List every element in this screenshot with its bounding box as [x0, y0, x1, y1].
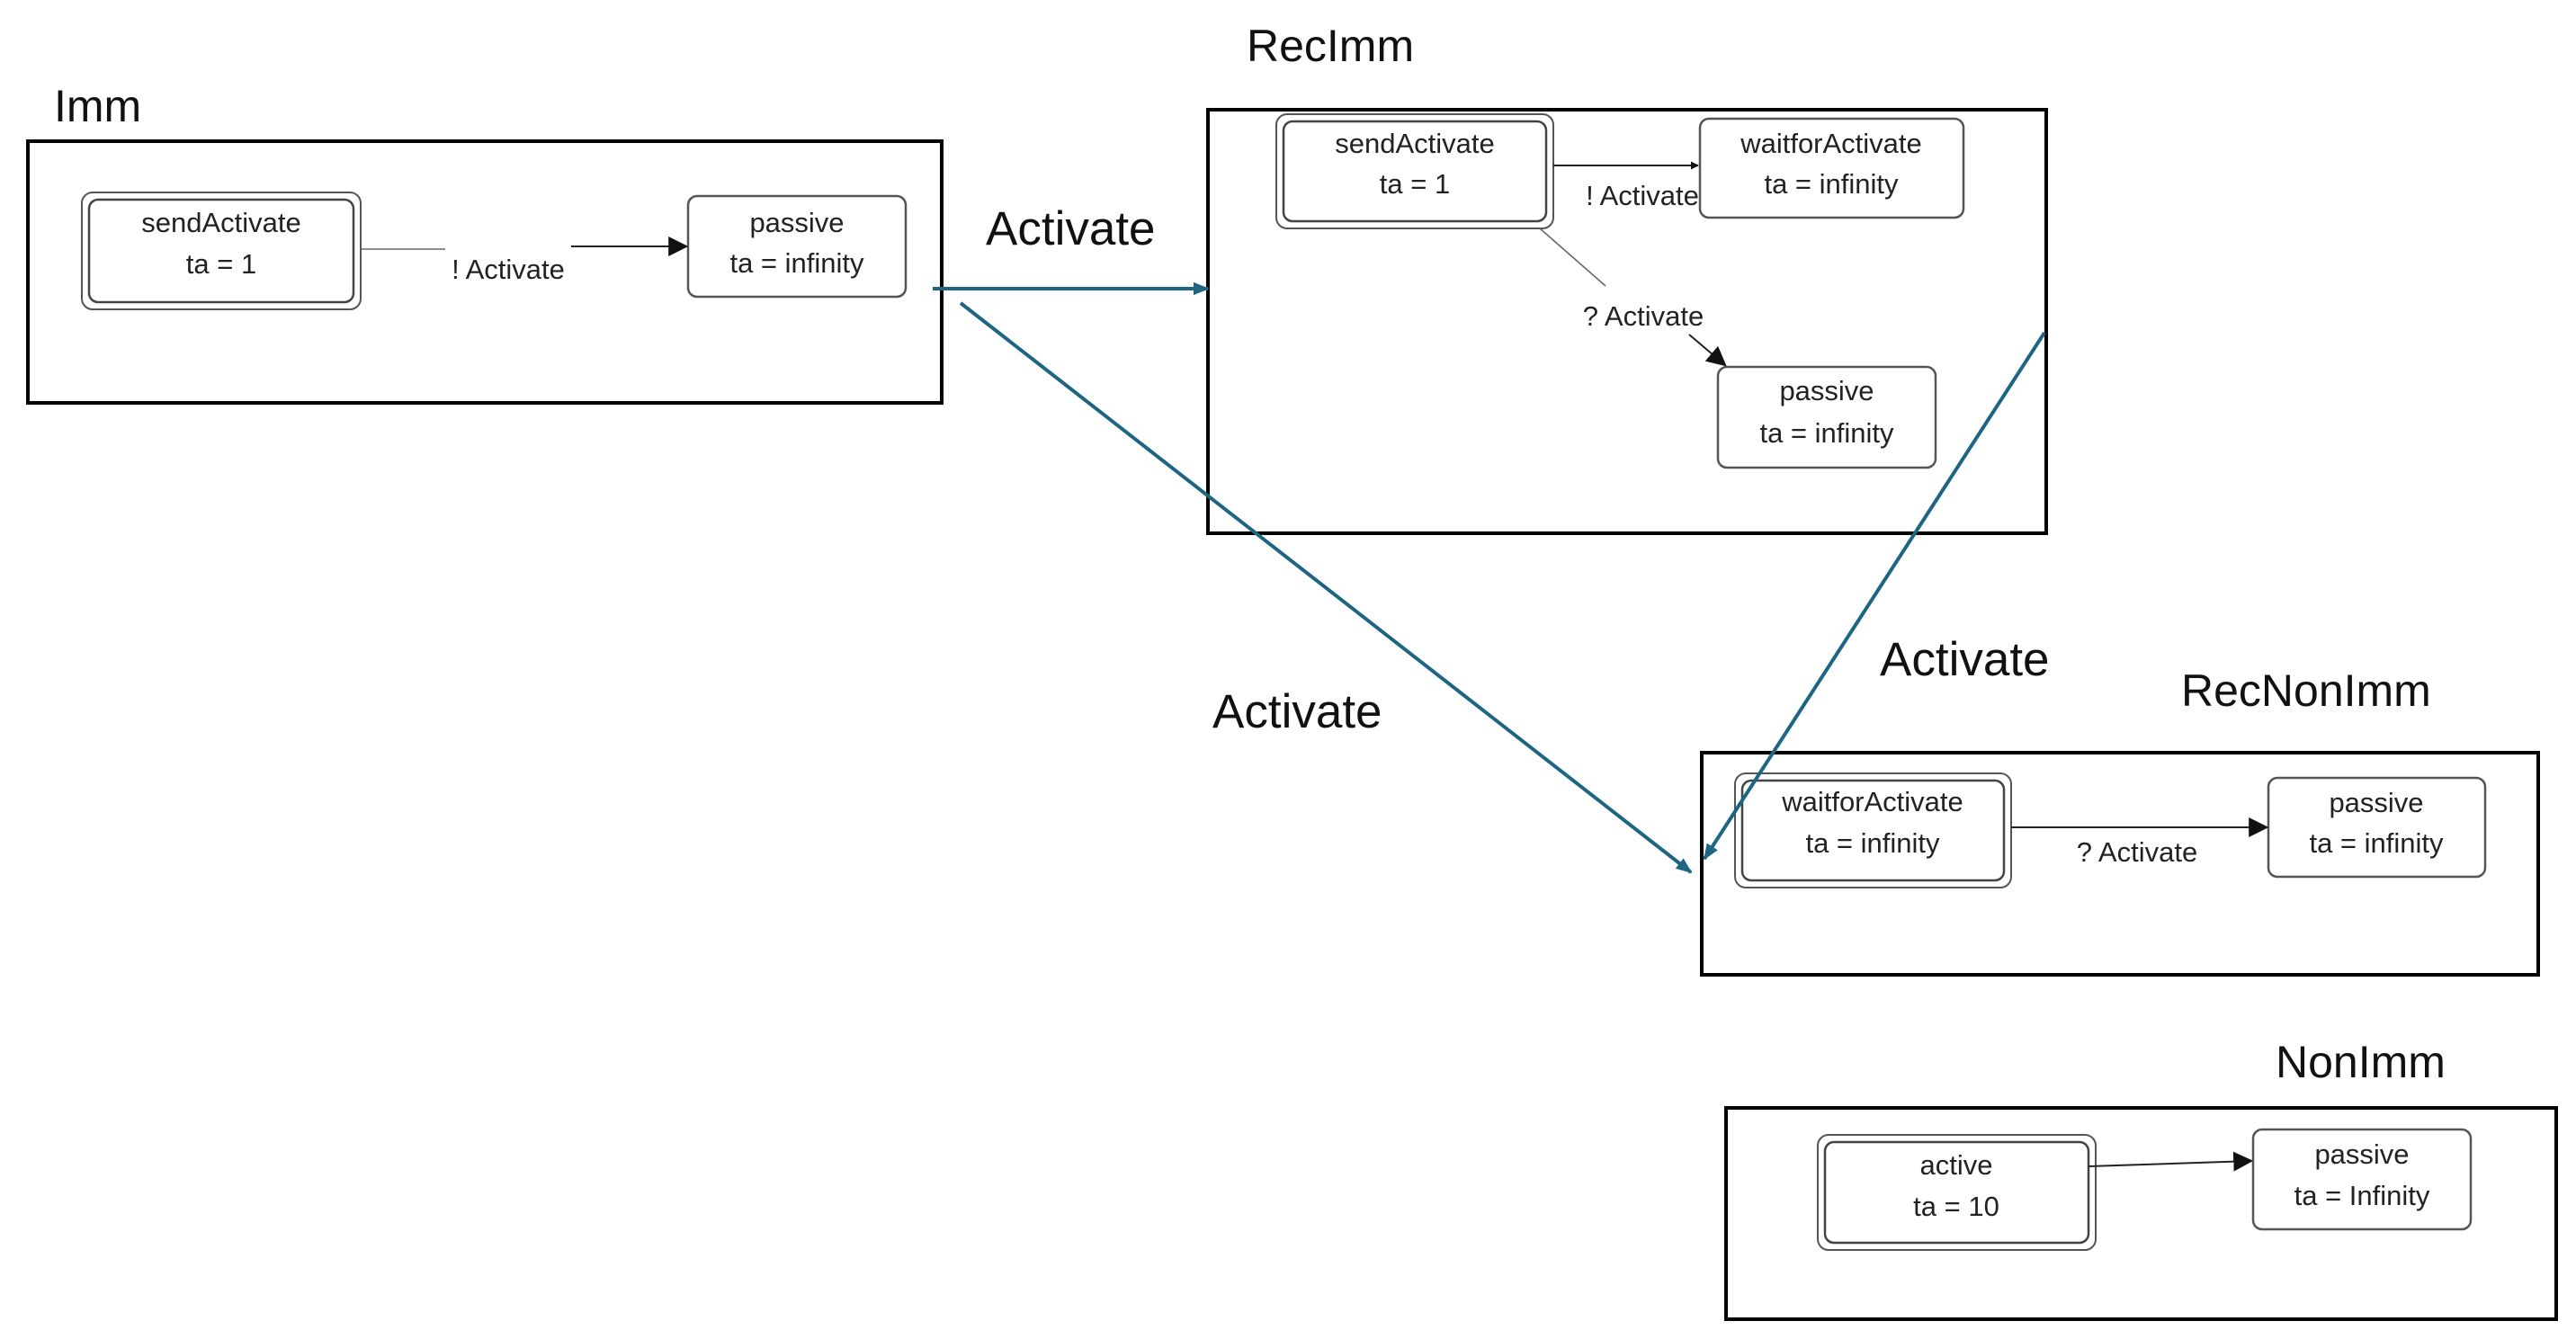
model-imm: Imm sendActivate ta = 1 passive ta = inf…: [26, 81, 944, 405]
state-name: sendActivate: [1335, 128, 1495, 159]
state-name: passive: [1779, 375, 1874, 406]
transition-line-recimm-in-a: [1539, 228, 1606, 287]
transition-arrow-nonimm: [2088, 1151, 2254, 1172]
model-nonimm: NonImm active ta = 10 passive ta = Infin…: [1724, 1037, 2558, 1321]
state-recnonimm-passive[interactable]: passive ta = infinity: [2267, 776, 2487, 879]
state-ta: ta = infinity: [1764, 168, 1899, 200]
state-imm-passive[interactable]: passive ta = infinity: [686, 194, 908, 299]
state-ta: ta = infinity: [729, 247, 864, 279]
coupling-imm-to-recimm: Activate: [933, 202, 1210, 296]
coupling-recimm-to-recnonimm: Activate: [1703, 331, 2050, 861]
state-inner-border: [1740, 779, 2006, 882]
coupling-arrow: [1703, 331, 2046, 861]
model-recimm: RecImm sendActivate ta = 1 waitforActiva…: [1206, 21, 2048, 535]
model-recnonimm: RecNonImm waitforActivate ta = infinity …: [1700, 665, 2540, 977]
state-name: passive: [2314, 1138, 2409, 1170]
transition-label-recimm-out: ! Activate: [1586, 180, 1699, 211]
state-recimm-passive[interactable]: passive ta = infinity: [1716, 365, 1937, 469]
state-name: waitforActivate: [1740, 128, 1922, 159]
model-title-recimm: RecImm: [1247, 21, 1414, 71]
transition-label-recnonimm: ? Activate: [2077, 836, 2197, 868]
model-title-nonimm: NonImm: [2276, 1037, 2446, 1087]
state-inner-border: [1282, 120, 1548, 223]
state-ta: ta = infinity: [1759, 417, 1894, 449]
state-recimm-waitforactivate[interactable]: waitforActivate ta = infinity: [1698, 117, 1965, 219]
state-ta: ta = Infinity: [2294, 1180, 2430, 1211]
model-box-imm: [26, 139, 944, 405]
state-imm-sendactivate[interactable]: sendActivate ta = 1: [81, 192, 362, 310]
state-ta: ta = infinity: [1805, 827, 1940, 859]
coupling-arrow: [959, 301, 1693, 874]
coupling-imm-to-recnonimm: Activate: [959, 301, 1693, 874]
model-box-recimm: [1206, 108, 2048, 535]
state-inner-border: [1823, 1140, 2090, 1245]
model-box-nonimm: [1724, 1106, 2558, 1321]
state-ta: ta = infinity: [2309, 827, 2444, 859]
model-title-imm: Imm: [54, 81, 141, 131]
state-inner-border: [87, 198, 355, 304]
coupling-label: Activate: [1212, 685, 1382, 738]
state-ta: ta = 1: [1380, 168, 1450, 200]
state-ta: ta = 1: [186, 248, 256, 280]
coupling-label: Activate: [986, 202, 1156, 255]
transition-label-imm: ! Activate: [452, 254, 565, 285]
state-ta: ta = 10: [1913, 1191, 1999, 1222]
state-name: sendActivate: [141, 207, 301, 238]
transition-label-recimm-in: ? Activate: [1583, 300, 1704, 332]
model-title-recnonimm: RecNonImm: [2181, 665, 2431, 716]
model-box-recnonimm: [1700, 751, 2540, 977]
state-recnonimm-waitforactivate[interactable]: waitforActivate ta = infinity: [1734, 772, 2012, 888]
state-name: passive: [2329, 787, 2423, 818]
state-recimm-sendactivate[interactable]: sendActivate ta = 1: [1275, 113, 1554, 229]
transition-arrow-recimm-in: [1688, 334, 1727, 367]
state-name: waitforActivate: [1781, 786, 1963, 817]
coupling-label: Activate: [1880, 633, 2050, 686]
state-border: [1716, 365, 1937, 469]
state-border: [1698, 117, 1965, 219]
state-nonimm-active[interactable]: active ta = 10: [1817, 1134, 2097, 1251]
state-name: passive: [749, 207, 844, 238]
state-border: [2251, 1128, 2473, 1231]
state-name: active: [1920, 1149, 1993, 1181]
state-nonimm-passive[interactable]: passive ta = Infinity: [2251, 1128, 2473, 1231]
